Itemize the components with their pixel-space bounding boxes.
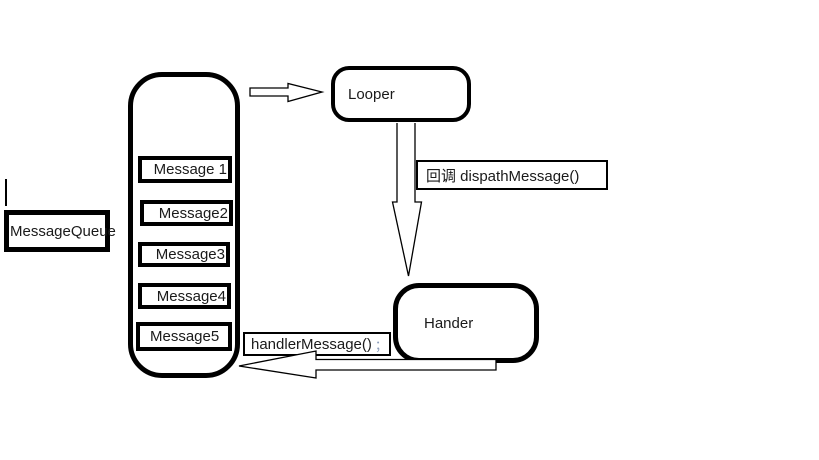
- looper-label: Looper: [348, 85, 395, 103]
- message-item-2: Message2: [140, 200, 233, 226]
- message-item-4: Message4: [138, 283, 231, 309]
- text-cursor-line: [5, 179, 7, 206]
- handler-message-label-box: handlerMessage() ；: [243, 332, 391, 356]
- message-item-label: Message2: [158, 204, 228, 222]
- message-item-3: Message3: [138, 242, 230, 267]
- message-item-label: Message 1: [153, 161, 227, 178]
- message-queue-label-box: MessageQueue: [4, 210, 116, 252]
- handler-label: Hander: [424, 314, 474, 332]
- handler-message-label: handlerMessage(): [251, 335, 372, 353]
- handler-box: Hander: [393, 283, 539, 363]
- message-item-label: Message3: [155, 246, 225, 263]
- message-item-5: Message5: [136, 322, 232, 351]
- dispatch-message-label: 回调 dispathMessage(): [426, 167, 580, 185]
- dispatch-message-label-box: 回调 dispathMessage(): [416, 160, 608, 190]
- looper-box: Looper: [331, 66, 471, 122]
- message-item-1: Message 1: [138, 156, 232, 183]
- looper-to-handler-arrow: [391, 123, 423, 277]
- queue-to-looper-arrow: [249, 82, 325, 103]
- message-item-label: Message5: [150, 328, 220, 345]
- message-queue-label: MessageQueue: [10, 222, 116, 240]
- message-item-label: Message4: [156, 287, 226, 305]
- handler-message-label-suffix: ；: [374, 337, 388, 353]
